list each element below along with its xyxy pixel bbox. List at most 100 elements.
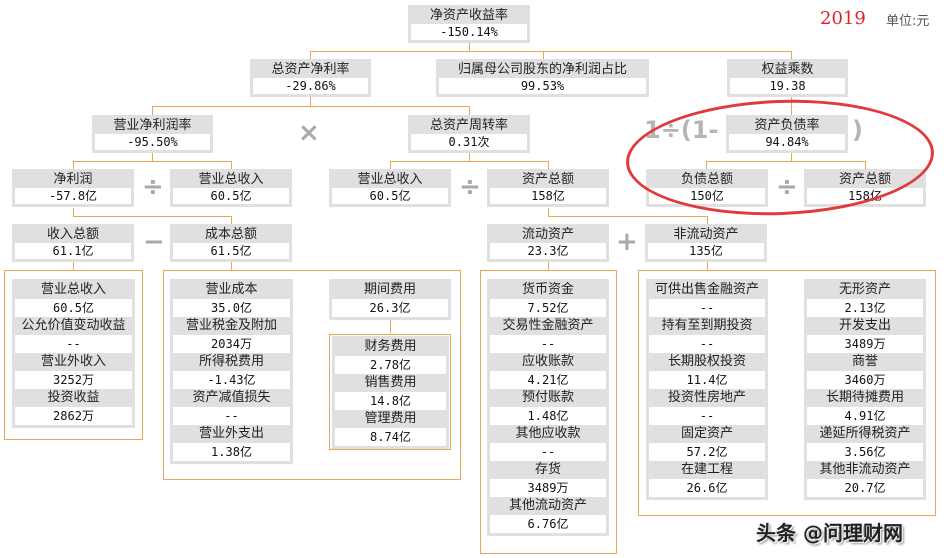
current-assets-label: 流动资产 [521,227,574,242]
parent-share-node[interactable]: 归属母公司股东的净利润占比 99.53% [436,59,649,97]
current-assets-node[interactable]: 流动资产 23.3亿 [487,224,609,262]
times-operator: × [298,118,320,148]
list-item-label: 营业外收入 [40,354,106,369]
total-assets-node[interactable]: 资产总额 158亿 [487,169,609,207]
revenue-turnover-label: 营业总收入 [357,172,423,187]
list-item-value: 11.4亿 [649,371,765,389]
list-item-label: 其他流动资产 [508,498,587,513]
net-profit-node[interactable]: 净利润 -57.8亿 [12,169,134,207]
list-item-value: -- [490,335,606,353]
list-item-value: 2034万 [173,335,290,353]
list-item-value: 8.74亿 [335,428,446,446]
roa-label: 总资产净利率 [271,62,350,77]
list-item-value: 3489万 [807,335,923,353]
net-profit-label: 净利润 [53,172,93,187]
list-item-label: 财务费用 [364,339,417,354]
list-item-label: 营业外支出 [198,426,264,441]
expense-items-list: 财务费用 2.78亿 销售费用 14.8亿 管理费用 8.74亿 [332,336,449,449]
list-item-label: 在建工程 [680,462,733,477]
list-item-value: 1.48亿 [490,407,606,425]
list-item-label: 资产减值损失 [192,390,271,405]
formula-prefix: 1÷(1- [644,116,719,144]
list-item-label: 长期待摊费用 [825,390,904,405]
total-assets-value: 158亿 [490,188,606,204]
list-item-value: 6.76亿 [490,515,606,533]
noncurrent-items-frame [638,270,936,516]
list-item-value: 4.21亿 [490,371,606,389]
roa-node[interactable]: 总资产净利率 -29.86% [250,59,371,97]
total-assets-debt-node[interactable]: 资产总额 158亿 [804,169,926,207]
list-item-label: 所得税费用 [198,354,264,369]
divide-operator: ÷ [776,172,798,202]
list-item-label: 货币资金 [521,282,574,297]
list-item-label: 预付账款 [521,390,574,405]
list-item-label: 商誉 [851,354,878,369]
equity-multiplier-value: 19.38 [730,78,845,94]
list-item-value: 3460万 [807,371,923,389]
total-assets-debt-label: 资产总额 [838,172,891,187]
list-item-label: 固定资产 [680,426,733,441]
net-profit-value: -57.8亿 [15,188,131,204]
total-cost-node[interactable]: 成本总额 61.5亿 [170,224,292,262]
list-item-value: 14.8亿 [335,392,446,410]
revenue-turnover-node[interactable]: 营业总收入 60.5亿 [329,169,451,207]
asset-turnover-value: 0.31次 [411,134,527,150]
net-margin-value: -95.50% [95,134,210,150]
total-income-node[interactable]: 收入总额 61.1亿 [12,224,134,262]
noncurrent-assets-value: 135亿 [648,243,764,259]
list-item-value: 7.52亿 [490,299,606,317]
revenue-turnover-value: 60.5亿 [332,188,448,204]
list-item-label: 营业税金及附加 [185,318,277,333]
cost-items-list: 营业成本 35.0亿 营业税金及附加 2034万 所得税费用 -1.43亿 资产… [170,279,293,464]
debt-ratio-node[interactable]: 资产负债率 94.84% [726,115,848,153]
list-item-label: 管理费用 [364,411,417,426]
list-item-value: 2.13亿 [807,299,923,317]
list-item-value: 26.6亿 [649,479,765,497]
asset-turnover-node[interactable]: 总资产周转率 0.31次 [408,115,530,153]
revenue-value: 60.5亿 [173,188,289,204]
list-item-value: 3252万 [15,371,132,389]
revenue-label: 营业总收入 [198,172,264,187]
list-item-value: 4.91亿 [807,407,923,425]
list-item-value: -1.43亿 [173,371,290,389]
equity-multiplier-node[interactable]: 权益乘数 19.38 [727,59,848,97]
expense-items-frame [329,334,451,450]
asset-turnover-label: 总资产周转率 [429,118,508,133]
divide-operator: ÷ [142,172,164,202]
period-expense-label: 期间费用 [363,282,416,297]
list-item-label: 开发支出 [838,318,891,333]
net-margin-label: 营业净利润率 [113,118,192,133]
list-item-label: 其他应收款 [515,426,581,441]
total-liabilities-value: 150亿 [649,188,765,204]
list-item-value: 2862万 [15,407,132,425]
list-item-value: 1.38亿 [173,443,290,461]
period-expense-node[interactable]: 期间费用 26.3亿 [329,279,451,320]
noncurrent-assets-node[interactable]: 非流动资产 135亿 [645,224,767,262]
list-item-value: 3.56亿 [807,443,923,461]
list-item-value: -- [649,407,765,425]
roe-node[interactable]: 净资产收益率 -150.14% [408,5,530,43]
list-item-label: 公允价值变动收益 [21,318,126,333]
list-item-label: 持有至到期投资 [661,318,753,333]
plus-operator: + [616,227,638,257]
list-item-label: 营业总收入 [40,282,106,297]
unit-label: 单位:元 [886,14,930,29]
total-liabilities-node[interactable]: 负债总额 150亿 [646,169,768,207]
list-item-label: 无形资产 [838,282,891,297]
roe-label: 净资产收益率 [429,8,508,23]
list-item-value: 35.0亿 [173,299,290,317]
noncurrent-assets-label: 非流动资产 [673,227,739,242]
divide-operator: ÷ [459,172,481,202]
total-liabilities-label: 负债总额 [680,172,733,187]
minus-operator: − [143,227,165,257]
total-assets-debt-value: 158亿 [807,188,923,204]
net-margin-node[interactable]: 营业净利润率 -95.50% [92,115,213,153]
list-item-value: -- [649,299,765,317]
list-item-label: 其他非流动资产 [819,462,911,477]
total-assets-label: 资产总额 [521,172,574,187]
list-item-value: -- [490,443,606,461]
watermark: 头条 @问理财网 [756,521,903,545]
roe-value: -150.14% [411,24,527,40]
current-items-frame [480,270,617,554]
revenue-node[interactable]: 营业总收入 60.5亿 [170,169,292,207]
